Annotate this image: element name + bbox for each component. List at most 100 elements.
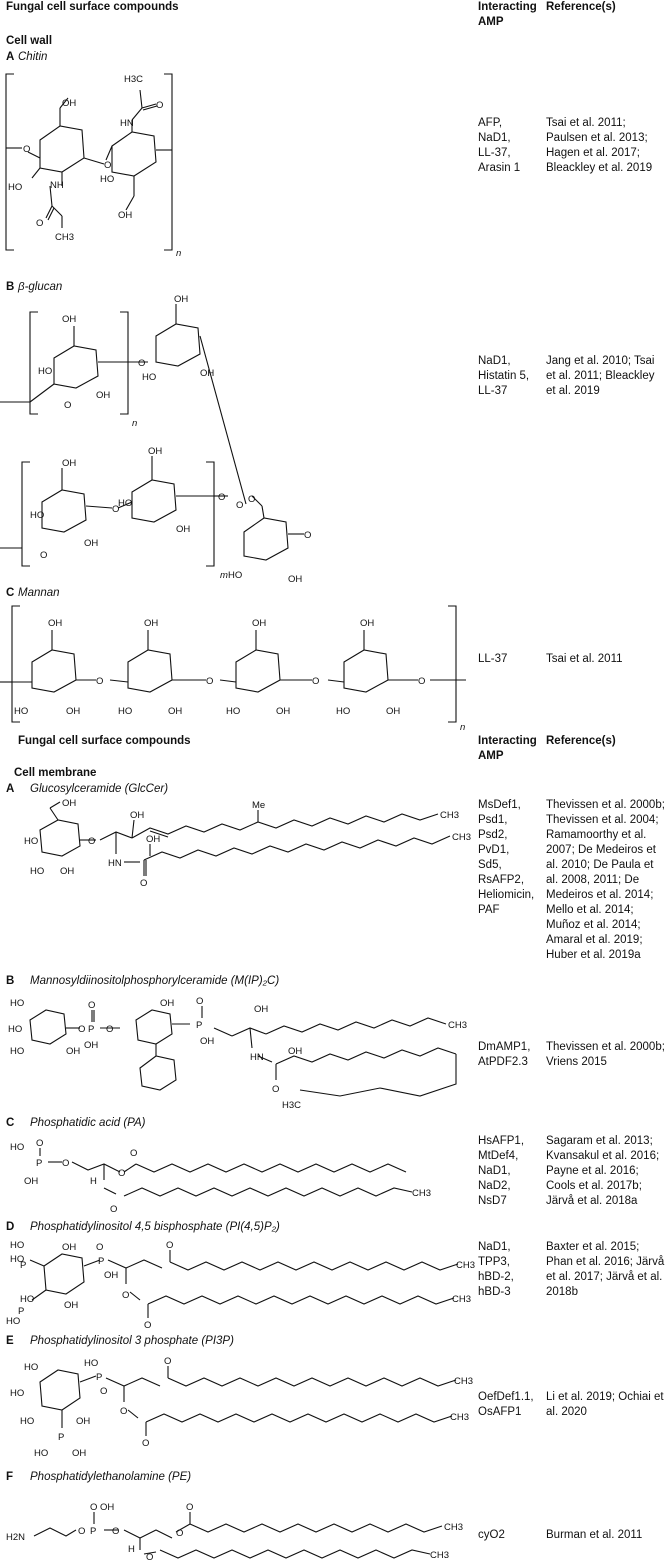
col-header-amp: Interacting AMP: [478, 1, 537, 28]
svg-text:OH: OH: [148, 446, 162, 457]
svg-text:OH: OH: [62, 314, 76, 325]
svg-text:CH3: CH3: [55, 232, 74, 243]
reference-list: Baxter et al. 2015; Phan et al. 2016; Jä…: [546, 1241, 665, 1298]
svg-text:OH: OH: [72, 1448, 86, 1459]
reference-list: Burman et al. 2011: [546, 1529, 643, 1541]
svg-text:O: O: [36, 218, 43, 229]
row-letter: C: [6, 1117, 15, 1129]
svg-text:O: O: [312, 676, 319, 687]
svg-text:O: O: [112, 1526, 119, 1537]
pi45p2-structure: HO HO P OH P O OH HO P HO OH O O O CH3 C…: [6, 1240, 475, 1331]
svg-text:CH3: CH3: [444, 1522, 463, 1533]
svg-text:P: P: [90, 1526, 96, 1537]
mannosyldiinositolphosphorylceramide-structure: HO HO HO OH O P O OH O OH P O OH OH HN O…: [8, 996, 467, 1111]
amp-list: HsAFP1, MtDef4, NaD1, NaD2, NsD7: [478, 1135, 525, 1207]
svg-text:OH: OH: [200, 1036, 214, 1047]
svg-text:CH3: CH3: [452, 832, 471, 843]
col-header-amp: Interacting AMP: [478, 735, 537, 762]
svg-text:n: n: [132, 418, 137, 429]
svg-text:HO: HO: [118, 498, 132, 509]
svg-text:OH: OH: [48, 618, 62, 629]
svg-text:HO: HO: [10, 1142, 24, 1153]
svg-text:CH3: CH3: [450, 1412, 469, 1423]
svg-text:HO: HO: [14, 706, 28, 717]
svg-text:O: O: [122, 1290, 129, 1301]
svg-text:HO: HO: [10, 1240, 24, 1251]
svg-text:OH: OH: [76, 1416, 90, 1427]
group-title-cell-membrane: Cell membrane: [14, 767, 97, 779]
compound-name: Phosphatidylethanolamine (PE): [30, 1471, 192, 1483]
svg-text:O: O: [236, 500, 243, 511]
svg-text:O: O: [144, 1320, 151, 1331]
svg-text:OH: OH: [360, 618, 374, 629]
svg-text:O: O: [140, 878, 147, 889]
svg-text:O: O: [100, 1386, 107, 1397]
svg-text:H: H: [128, 1544, 135, 1555]
compound-name: Glucosylceramide (GlcCer): [30, 783, 169, 795]
reference-list: Tsai et al. 2011; Paulsen et al. 2013; H…: [546, 117, 653, 174]
row-letter: C: [6, 587, 15, 599]
svg-text:OH: OH: [24, 1176, 38, 1187]
amp-list: MsDef1, Psd1, Psd2, PvD1, Sd5, RsAFP2, H…: [478, 799, 535, 916]
glucosylceramide-structure: OH HO HO OH O OH HN O OH Me CH3 CH3: [24, 798, 471, 889]
svg-text:OH: OH: [62, 1242, 76, 1253]
svg-text:H: H: [90, 1176, 97, 1187]
amp-list: NaD1, TPP3, hBD-2, hBD-3: [478, 1241, 514, 1298]
svg-text:OH: OH: [146, 834, 160, 845]
svg-text:H2N: H2N: [6, 1532, 25, 1543]
svg-text:OH: OH: [66, 706, 80, 717]
svg-text:O: O: [156, 100, 163, 111]
amp-list: DmAMP1, AtPDF2.3: [478, 1041, 531, 1068]
svg-text:OH: OH: [144, 618, 158, 629]
svg-text:HO: HO: [38, 366, 52, 377]
svg-text:HO: HO: [226, 706, 240, 717]
col-header-refs: Reference(s): [546, 1, 616, 13]
reference-list: Thevissen et al. 2000b; Thevissen et al.…: [546, 799, 665, 961]
svg-text:O: O: [78, 1526, 85, 1537]
compound-name: Phosphatidylinositol 4,5 bisphosphate (P…: [30, 1221, 280, 1233]
svg-text:O: O: [272, 1084, 279, 1095]
svg-text:HO: HO: [30, 866, 44, 877]
svg-text:HN: HN: [120, 118, 134, 129]
svg-text:CH3: CH3: [448, 1020, 467, 1031]
amp-list: OefDef1.1, OsAFP1: [478, 1391, 534, 1418]
svg-text:O: O: [106, 1024, 113, 1035]
svg-text:OH: OH: [130, 810, 144, 821]
svg-text:OH: OH: [168, 706, 182, 717]
svg-text:O: O: [142, 1438, 149, 1449]
svg-text:m: m: [220, 570, 228, 581]
svg-text:O: O: [96, 676, 103, 687]
svg-text:OH: OH: [66, 1046, 80, 1057]
svg-text:OH: OH: [174, 294, 188, 305]
compound-name: Mannosyldiinositolphosphorylceramide (M(…: [30, 975, 280, 987]
col-header-compounds: Fungal cell surface compounds: [6, 1, 179, 13]
svg-text:CH3: CH3: [452, 1294, 471, 1305]
amp-list: NaD1, Histatin 5, LL-37: [478, 355, 530, 397]
row-letter: A: [6, 783, 15, 795]
phosphatidylethanolamine-structure: H2N O P O OH O H O O O CH3 CH3: [6, 1502, 463, 1563]
svg-text:OH: OH: [118, 210, 132, 221]
svg-text:n: n: [460, 722, 465, 733]
svg-text:NH: NH: [50, 180, 64, 191]
svg-text:O: O: [64, 400, 71, 411]
svg-text:OH: OH: [96, 390, 110, 401]
svg-text:O: O: [196, 996, 203, 1007]
svg-text:HO: HO: [10, 998, 24, 1009]
svg-text:HN: HN: [108, 858, 122, 869]
svg-text:O: O: [186, 1502, 193, 1513]
svg-text:O: O: [62, 1158, 69, 1169]
svg-text:OH: OH: [276, 706, 290, 717]
label-o: O: [23, 144, 30, 155]
pi3p-structure: HO HO P O HO HO OH P HO OH O O O CH3 CH3: [10, 1356, 473, 1459]
svg-text:HO: HO: [10, 1046, 24, 1057]
svg-text:OH: OH: [84, 538, 98, 549]
svg-text:P: P: [58, 1432, 64, 1443]
svg-text:OH: OH: [200, 368, 214, 379]
svg-text:OH: OH: [252, 618, 266, 629]
svg-text:O: O: [418, 676, 425, 687]
col-header-compounds: Fungal cell surface compounds: [18, 735, 191, 747]
svg-text:O: O: [118, 1168, 125, 1179]
svg-text:O: O: [120, 1406, 127, 1417]
svg-text:HO: HO: [24, 1362, 38, 1373]
reference-list: Sagaram et al. 2013; Kvansakul et al. 20…: [546, 1135, 660, 1207]
